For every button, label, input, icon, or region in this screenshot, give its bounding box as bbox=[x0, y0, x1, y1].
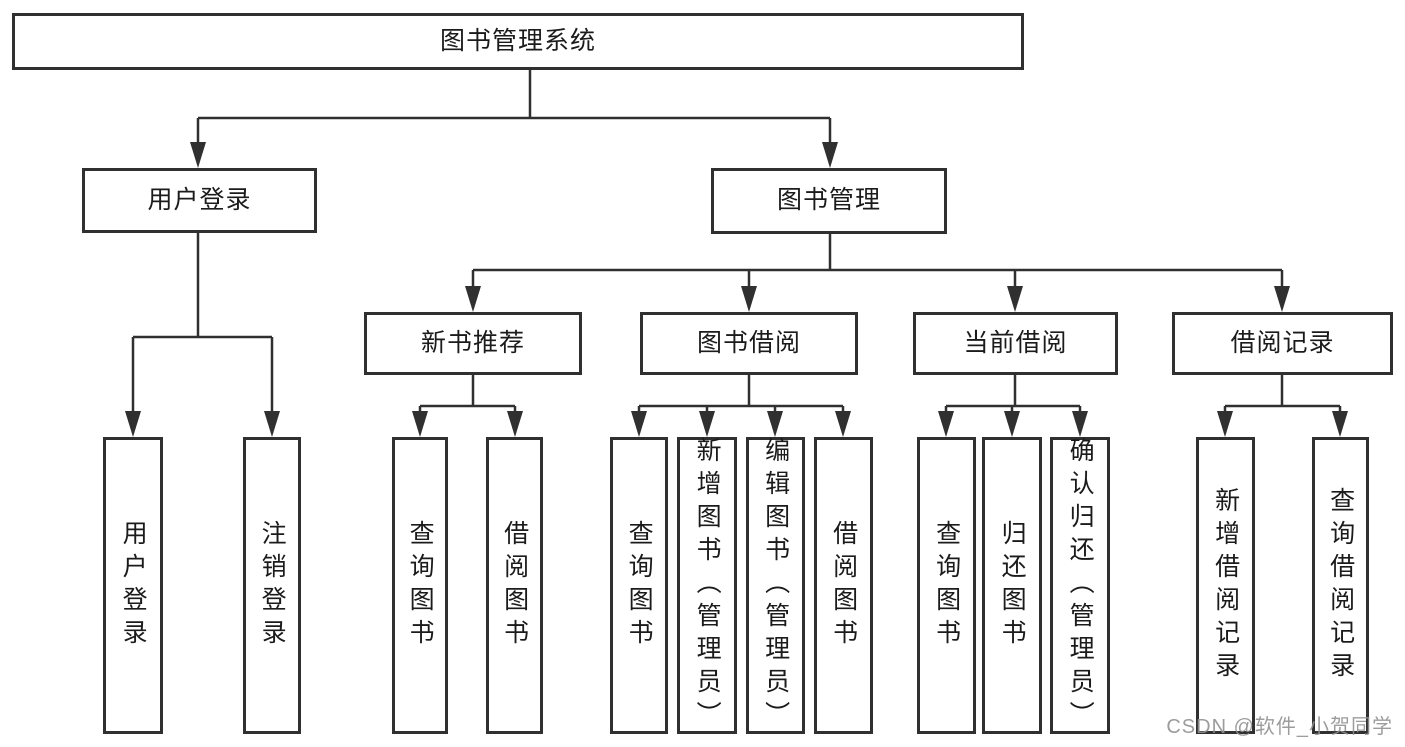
node-label: 确认归还（管理员） bbox=[1066, 437, 1095, 734]
node-label: 借阅图书 bbox=[500, 519, 529, 652]
leaf-confirm-return-admin: 确认归还（管理员） bbox=[1050, 437, 1110, 734]
node-label: 用户登录 bbox=[119, 519, 148, 652]
leaf-edit-book-admin: 编辑图书（管理员） bbox=[746, 437, 805, 734]
node-label: 归还图书 bbox=[998, 519, 1027, 652]
node-label: 新增图书（管理员） bbox=[693, 437, 722, 734]
node-label: 注销登录 bbox=[258, 519, 287, 652]
leaf-user-login: 用户登录 bbox=[103, 437, 163, 734]
node-book-borrowing: 图书借阅 bbox=[640, 312, 858, 375]
leaf-add-borrow-record: 新增借阅记录 bbox=[1196, 437, 1255, 734]
node-label: 当前借阅 bbox=[963, 328, 1068, 357]
node-label: 图书借阅 bbox=[696, 328, 801, 357]
node-label: 图书管理系统 bbox=[439, 26, 596, 55]
node-new-book-recommend: 新书推荐 bbox=[364, 312, 582, 375]
node-book-management: 图书管理 bbox=[711, 168, 947, 234]
node-label: 新增借阅记录 bbox=[1211, 486, 1240, 685]
leaf-query-books-current: 查询图书 bbox=[917, 437, 976, 734]
leaf-logout: 注销登录 bbox=[243, 437, 301, 734]
leaf-add-book-admin: 新增图书（管理员） bbox=[677, 437, 737, 734]
node-label: 借阅图书 bbox=[829, 519, 858, 652]
node-label: 查询图书 bbox=[406, 519, 435, 652]
node-label: 借阅记录 bbox=[1230, 328, 1335, 357]
leaf-query-borrow-record: 查询借阅记录 bbox=[1312, 437, 1369, 734]
node-label: 用户登录 bbox=[147, 185, 252, 214]
leaf-borrow-books: 借阅图书 bbox=[814, 437, 873, 734]
node-current-borrowing: 当前借阅 bbox=[913, 312, 1118, 375]
node-user-login: 用户登录 bbox=[82, 168, 317, 233]
csdn-watermark: CSDN @软件_小贺同学 bbox=[1166, 716, 1393, 738]
leaf-return-books: 归还图书 bbox=[982, 437, 1042, 734]
leaf-query-books-recommend: 查询图书 bbox=[392, 437, 448, 734]
node-label: 查询图书 bbox=[625, 519, 654, 652]
node-label: 查询图书 bbox=[932, 519, 961, 652]
node-borrowing-records: 借阅记录 bbox=[1172, 312, 1393, 375]
node-label: 查询借阅记录 bbox=[1326, 486, 1355, 685]
node-label: 新书推荐 bbox=[420, 328, 525, 357]
leaf-borrow-books-recommend: 借阅图书 bbox=[486, 437, 543, 734]
leaf-query-books-borrowing: 查询图书 bbox=[610, 437, 668, 734]
node-label: 图书管理 bbox=[776, 186, 881, 215]
node-library-management-system: 图书管理系统 bbox=[12, 13, 1024, 70]
node-label: 编辑图书（管理员） bbox=[761, 437, 790, 734]
